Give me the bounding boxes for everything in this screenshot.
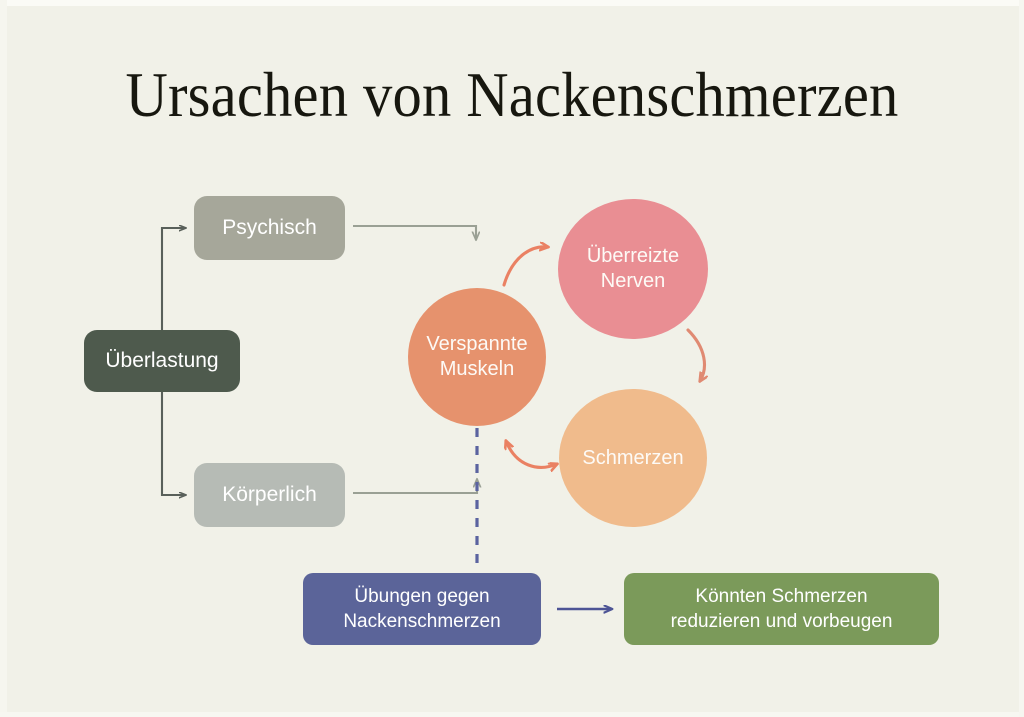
- node-ueberlastung-label: Überlastung: [105, 349, 219, 372]
- page-edge-right: [1019, 0, 1024, 717]
- node-schmerzen[interactable]: Schmerzen: [559, 389, 707, 527]
- node-verspannte-muskeln-label: Verspannte Muskeln: [426, 332, 527, 382]
- node-ueberreizte-nerven-label: Überreizte Nerven: [587, 244, 679, 294]
- node-schmerzen-label: Schmerzen: [582, 446, 684, 469]
- page-edge-left: [0, 0, 7, 717]
- node-ueberlastung[interactable]: Überlastung: [84, 330, 240, 392]
- node-ueberreizte-nerven-label-line1: Überreizte: [586, 245, 680, 267]
- node-koerperlich-label: Körperlich: [222, 483, 317, 506]
- node-verspannte-muskeln-label-line1: Verspannte: [426, 333, 528, 355]
- node-koennten[interactable]: Könnten Schmerzen reduzieren und vorbeug…: [624, 573, 939, 645]
- node-verspannte-muskeln-label-line2: Muskeln: [439, 358, 515, 380]
- node-koerperlich[interactable]: Körperlich: [194, 463, 345, 527]
- node-uebungen-label: Übungen gegen Nackenschmerzen: [343, 584, 500, 634]
- connector-nerven-to-schmerzen: [686, 328, 704, 381]
- node-uebungen[interactable]: Übungen gegen Nackenschmerzen: [303, 573, 541, 645]
- node-koennten-label-line2: reduzieren und vorbeugen: [670, 611, 893, 632]
- connector-muskeln-to-nerven: [502, 247, 548, 287]
- node-koennten-label: Könnten Schmerzen reduzieren und vorbeug…: [671, 584, 893, 634]
- connector-ueberlastung-to-koerperlich: [160, 392, 186, 495]
- node-uebungen-label-line2: Nackenschmerzen: [343, 611, 501, 632]
- node-psychisch[interactable]: Psychisch: [194, 196, 345, 260]
- connector-koerperlich-to-muskeln: [353, 479, 477, 495]
- page-edge-top: [0, 0, 1024, 6]
- connector-muskeln-schmerzen-bidirectional: [506, 441, 557, 467]
- connector-psychisch-to-muskeln: [353, 224, 476, 240]
- page-title: Ursachen von Nackenschmerzen: [125, 60, 899, 130]
- node-psychisch-label: Psychisch: [222, 216, 317, 239]
- connector-ueberlastung-to-psychisch: [160, 228, 186, 330]
- node-ueberreizte-nerven[interactable]: Überreizte Nerven: [558, 199, 708, 339]
- page-edge-bottom: [0, 712, 1024, 717]
- node-verspannte-muskeln[interactable]: Verspannte Muskeln: [408, 288, 546, 426]
- node-koennten-label-line1: Könnten Schmerzen: [695, 586, 868, 607]
- node-uebungen-label-line1: Übungen gegen: [354, 586, 490, 607]
- node-ueberreizte-nerven-label-line2: Nerven: [600, 270, 666, 292]
